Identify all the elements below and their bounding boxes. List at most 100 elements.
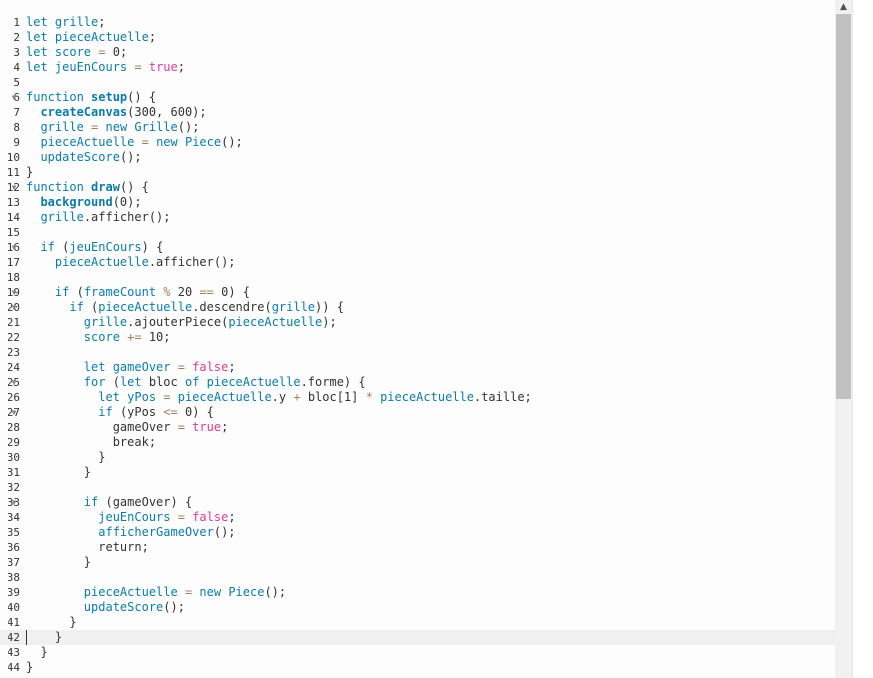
- scrollbar-thumb[interactable]: [836, 14, 851, 399]
- code-text: let gameOver = false;: [83, 360, 236, 374]
- code-line[interactable]: 4 let jeuEnCours = true;: [0, 60, 835, 75]
- code-line[interactable]: 32: [0, 480, 835, 495]
- code-line[interactable]: 28 gameOver = true;: [0, 420, 835, 435]
- line-number: 17: [8, 256, 20, 269]
- code-line[interactable]: 44}: [0, 660, 835, 675]
- code-text: if (frameCount % 20 == 0) {: [54, 285, 251, 299]
- line-number: 8: [13, 121, 20, 134]
- code-line[interactable]: 2 let pieceActuelle;: [0, 30, 835, 45]
- fold-toggle-icon[interactable]: ▼: [11, 378, 17, 387]
- fold-toggle-icon[interactable]: ▼: [11, 303, 17, 312]
- code-line[interactable]: 11}: [0, 165, 835, 180]
- code-line[interactable]: 24 let gameOver = false;: [0, 360, 835, 375]
- code-line[interactable]: 22 score += 10;: [0, 330, 835, 345]
- code-line[interactable]: 12▼function draw() {: [0, 180, 835, 195]
- code-line[interactable]: 33▼ if (gameOver) {: [0, 495, 835, 510]
- line-number: 38: [8, 571, 20, 584]
- code-text: pieceActuelle.afficher();: [54, 255, 236, 269]
- code-line[interactable]: 5: [0, 75, 835, 90]
- code-line[interactable]: 23: [0, 345, 835, 360]
- code-text: }: [26, 465, 92, 479]
- line-number: 2: [13, 31, 20, 44]
- code-line[interactable]: 42 }: [0, 630, 835, 645]
- line-number: 9: [13, 136, 20, 149]
- fold-toggle-icon[interactable]: ▼: [11, 498, 17, 507]
- line-number: 13: [8, 196, 20, 209]
- line-number: 19: [8, 286, 20, 299]
- code-line[interactable]: 37 }: [0, 555, 835, 570]
- code-text: pieceActuelle = new Piece();: [83, 585, 287, 599]
- code-line[interactable]: 18: [0, 270, 835, 285]
- line-number: 44: [8, 661, 20, 674]
- code-line[interactable]: 38: [0, 570, 835, 585]
- line-number: 6: [13, 91, 20, 104]
- line-number: 30: [8, 451, 20, 464]
- code-line[interactable]: 41 }: [0, 615, 835, 630]
- line-number: 11: [8, 166, 20, 179]
- code-line[interactable]: 7 createCanvas(300, 600);: [0, 105, 835, 120]
- code-line[interactable]: 15: [0, 225, 835, 240]
- line-number: 23: [8, 346, 20, 359]
- code-text: let jeuEnCours = true;: [26, 60, 185, 74]
- line-number: 28: [8, 421, 20, 434]
- fold-toggle-icon[interactable]: ▼: [11, 243, 17, 252]
- code-text: }: [26, 615, 77, 629]
- code-text: }: [26, 660, 34, 674]
- code-text: }: [26, 165, 34, 179]
- line-number: 12: [8, 181, 20, 194]
- code-text: if (yPos <= 0) {: [98, 405, 214, 419]
- fold-toggle-icon[interactable]: ▼: [11, 183, 17, 192]
- line-number: 20: [8, 301, 20, 314]
- line-number: 25: [8, 376, 20, 389]
- code-line[interactable]: 14 grille.afficher();: [0, 210, 835, 225]
- code-line[interactable]: 30 }: [0, 450, 835, 465]
- code-line[interactable]: 31 }: [0, 465, 835, 480]
- code-text: if (jeuEnCours) {: [40, 240, 164, 254]
- code-line[interactable]: 39 pieceActuelle = new Piece();: [0, 585, 835, 600]
- line-number: 22: [8, 331, 20, 344]
- code-line[interactable]: 19▼ if (frameCount % 20 == 0) {: [0, 285, 835, 300]
- line-number: 1: [13, 16, 20, 29]
- fold-toggle-icon[interactable]: ▼: [11, 93, 17, 102]
- scroll-up-icon[interactable]: ▲: [840, 2, 847, 12]
- code-line[interactable]: 6▼ function setup() {: [0, 90, 835, 105]
- line-number: 15: [8, 226, 20, 239]
- code-line[interactable]: 17 pieceActuelle.afficher();: [0, 255, 835, 270]
- line-number: 21: [8, 316, 20, 329]
- code-text: let yPos = pieceActuelle.y + bloc[1] * p…: [98, 390, 532, 404]
- line-number: 4: [13, 61, 20, 74]
- code-line[interactable]: 29 break;: [0, 435, 835, 450]
- code-line[interactable]: 9 pieceActuelle = new Piece();: [0, 135, 835, 150]
- code-line[interactable]: 8 grille = new Grille();: [0, 120, 835, 135]
- code-line[interactable]: 20▼ if (pieceActuelle.descendre(grille))…: [0, 300, 835, 315]
- code-line[interactable]: 25▼ for (let bloc of pieceActuelle.forme…: [0, 375, 835, 390]
- code-line[interactable]: 10 updateScore();: [0, 150, 835, 165]
- code-text: function setup() {: [26, 90, 157, 104]
- code-line[interactable]: 36 return;: [0, 540, 835, 555]
- code-line[interactable]: 26 let yPos = pieceActuelle.y + bloc[1] …: [0, 390, 835, 405]
- code-line[interactable]: 13 background(0);: [0, 195, 835, 210]
- fold-toggle-icon[interactable]: ▼: [11, 288, 17, 297]
- code-text: if (pieceActuelle.descendre(grille)) {: [69, 300, 344, 314]
- code-line[interactable]: 43 }: [0, 645, 835, 660]
- line-number: 26: [8, 391, 20, 404]
- code-line[interactable]: 35 afficherGameOver();: [0, 525, 835, 540]
- line-number: 36: [8, 541, 20, 554]
- code-line[interactable]: 27▼ if (yPos <= 0) {: [0, 405, 835, 420]
- vertical-scrollbar[interactable]: ▲: [835, 0, 852, 678]
- code-text: let pieceActuelle;: [26, 30, 157, 44]
- fold-toggle-icon[interactable]: ▼: [11, 408, 17, 417]
- code-line[interactable]: 21 grille.ajouterPiece(pieceActuelle);: [0, 315, 835, 330]
- line-number: 32: [8, 481, 20, 494]
- code-line[interactable]: 40 updateScore();: [0, 600, 835, 615]
- code-text: score += 10;: [83, 330, 171, 344]
- line-number: 14: [8, 211, 20, 224]
- code-text: }: [26, 555, 92, 569]
- code-line[interactable]: 34 jeuEnCours = false;: [0, 510, 835, 525]
- code-text: grille.ajouterPiece(pieceActuelle);: [83, 315, 337, 329]
- code-line[interactable]: 16▼ if (jeuEnCours) {: [0, 240, 835, 255]
